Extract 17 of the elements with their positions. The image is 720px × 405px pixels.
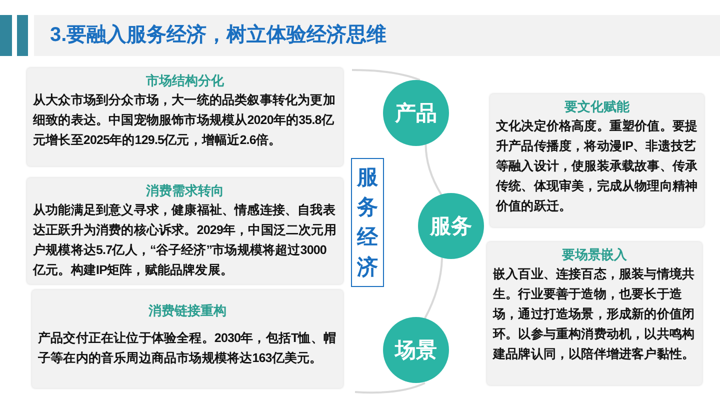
card-text: 从功能满足到意义寻求，健康福祉、情感连接、自我表达正跃升为消费的核心诉求。2029年，中国泛二次元用户规模将达5.7亿人，“谷子经济”市场规模将超过3000亿元。构建IP矩阵，赋能品牌发展。: [33, 202, 337, 279]
title-banner: 3.要融入服务经济，树立体验经济思维: [34, 15, 720, 56]
connector-line: [424, 144, 442, 195]
topic-circle: 服务: [418, 193, 484, 259]
topic-circle: 产品: [383, 80, 449, 146]
card-text: 嵌入百业、连接百态，服装与情境共生。行业要善于造物，也要长于造场，通过打造场景，形成新的价值闭环。以参与重构消费动机，以共鸣构建品牌认同，以陪伴增进客户黏性。: [493, 266, 696, 363]
card-heading: 消费链接重构: [148, 302, 228, 320]
card-heading: 要文化赋能: [564, 98, 630, 116]
card-heading: 市场结构分化: [145, 72, 225, 90]
connector-line: [424, 258, 444, 319]
topic-circle: 场景: [383, 317, 449, 383]
card-text: 从大众市场到分众市场，大一统的品类叙事转化为更加细致的表达。中国宠物服饰市场规模从2020年的35.8亿元增长至2025年的129.5亿元，增幅近2.6倍。: [33, 92, 336, 149]
vertical-label-box: 服务经济: [351, 158, 384, 287]
card-heading: 消费需求转向: [145, 182, 225, 200]
card-heading: 要场景嵌入: [561, 246, 628, 264]
card-text: 产品交付正在让位于体验全程。2030年，包括T恤、帽子等在内的音乐周边商品市场规模将达163亿美元。: [38, 330, 337, 367]
card-text: 文化决定价格高度。重塑价值。要提升产品传播度，将动漫IP、非遗技艺等融入设计，使服装承载故事、传承传统、体现审美，完成从物理向精神价值的跃迁。: [496, 118, 698, 215]
